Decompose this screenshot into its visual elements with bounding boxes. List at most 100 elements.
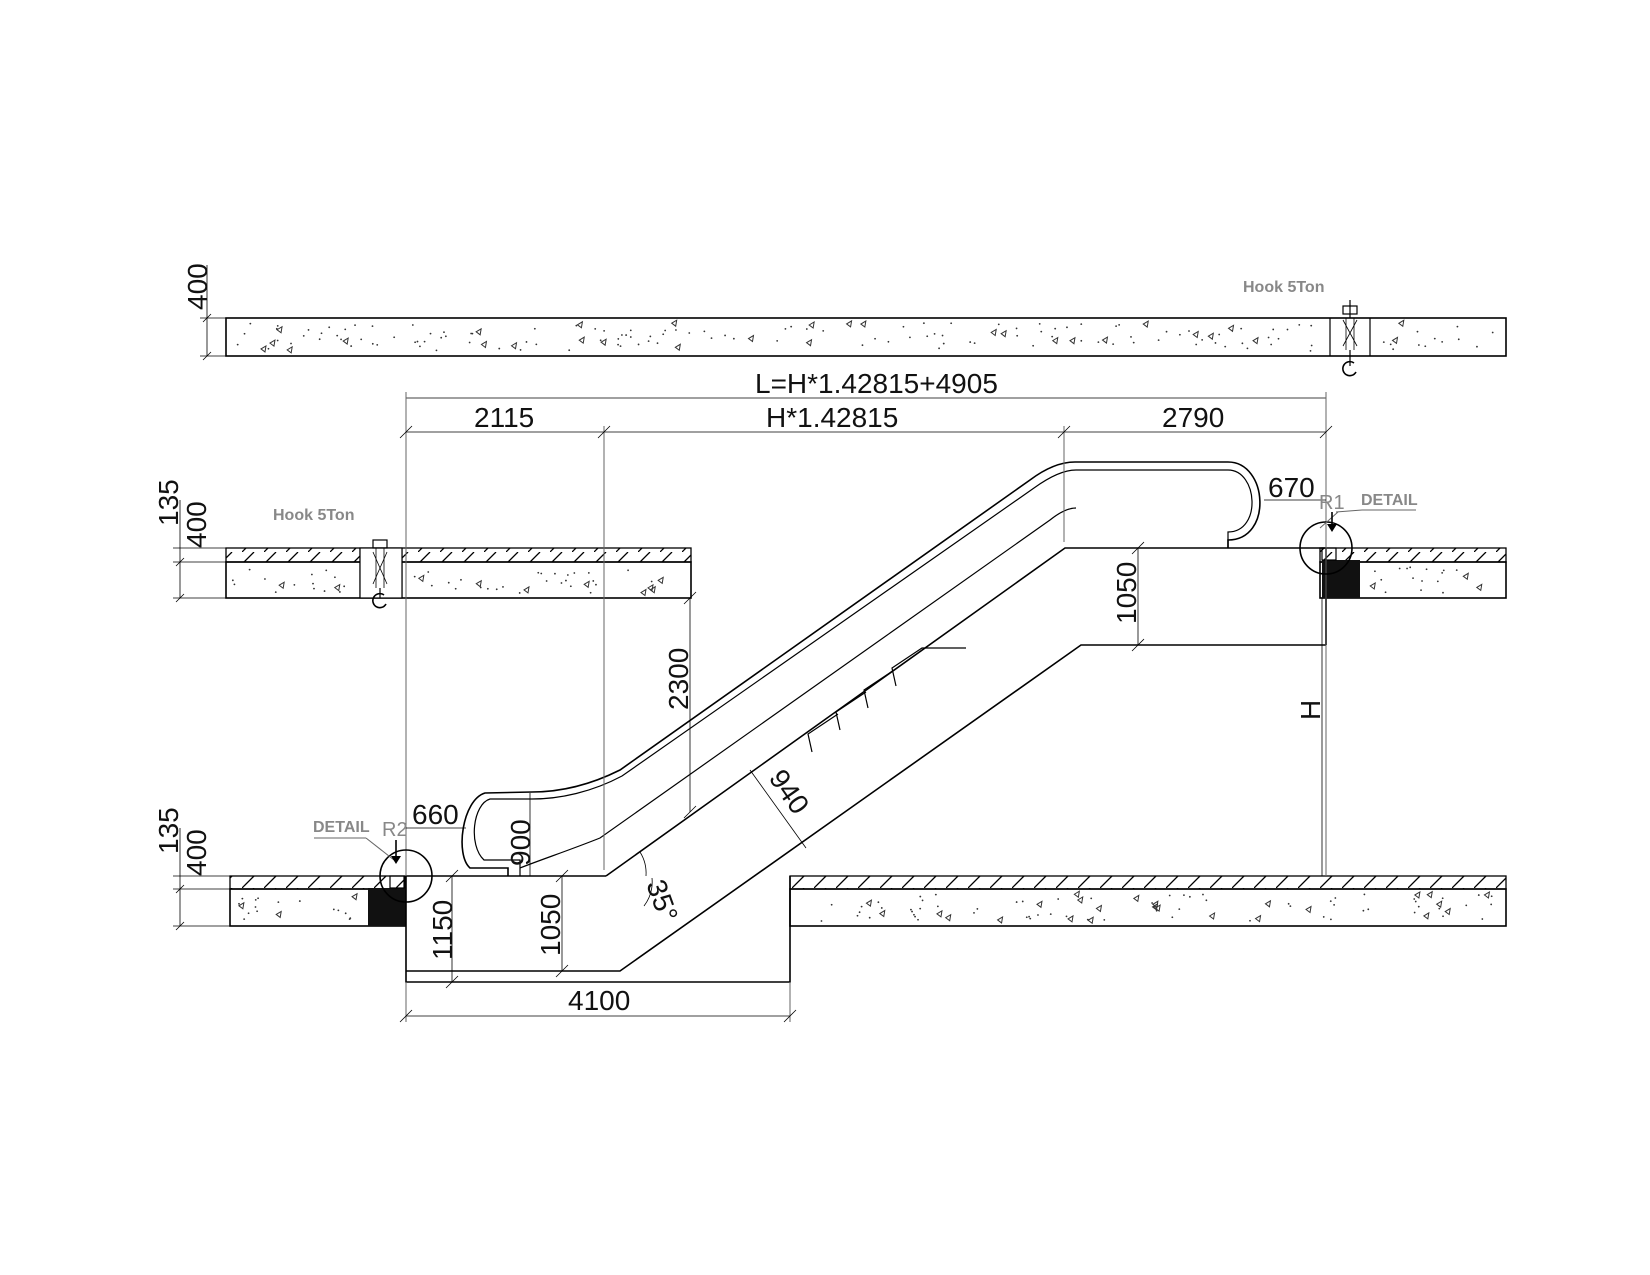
aggregate-mark (419, 345, 421, 348)
aggregate-mark (502, 586, 504, 588)
aggregate-mark (1065, 915, 1068, 918)
aggregate-mark (325, 569, 328, 572)
aggregate-mark (1289, 905, 1292, 908)
aggregate-mark (941, 334, 944, 337)
aggregate-mark (310, 573, 313, 576)
aggregate-mark (1380, 578, 1383, 581)
aggregate-mark (302, 334, 305, 337)
aggregate-mark (1491, 331, 1494, 334)
aggregate-mark (238, 902, 240, 905)
aggregate-mark (1205, 899, 1208, 902)
aggregate-mark (323, 590, 326, 592)
aggregate-mark (545, 580, 548, 582)
aggregate-mark (724, 334, 726, 337)
aggregate-mark (1305, 905, 1312, 914)
aggregate-mark (312, 582, 314, 585)
aggregate-mark (1442, 591, 1444, 594)
aggregate-mark (594, 327, 597, 330)
aggregate-mark (1329, 900, 1332, 903)
aggregate-mark (1178, 333, 1181, 336)
aggregate-mark (243, 332, 246, 335)
aggregate-mark (1000, 329, 1007, 338)
aggregate-mark (241, 897, 244, 900)
top-slab-aggregate (236, 319, 1494, 354)
aggregate-mark (1420, 589, 1422, 592)
aggregate-mark (1363, 893, 1366, 896)
aggregate-mark (976, 908, 979, 910)
aggregate-mark (808, 321, 815, 329)
dim-upper-pit-text: 1050 (1111, 562, 1142, 624)
aggregate-mark (1490, 895, 1493, 898)
aggregate-mark (1398, 567, 1401, 570)
aggregate-mark (934, 893, 937, 896)
aggregate-mark (933, 333, 936, 335)
aggregate-mark (858, 911, 861, 914)
dim-lower-handrail-offset-text: 660 (412, 799, 459, 830)
aggregate-mark (649, 335, 652, 338)
aggregate-mark (1076, 896, 1084, 904)
upper-floor-left-slab (225, 547, 692, 599)
aggregate-mark (427, 571, 430, 573)
aggregate-mark (1069, 336, 1076, 345)
dim-total-length (405, 392, 1327, 876)
aggregate-mark (350, 345, 353, 347)
aggregate-mark (1457, 338, 1460, 341)
aggregate-mark (233, 583, 236, 586)
aggregate-mark (1414, 891, 1421, 899)
aggregate-mark (443, 331, 445, 334)
aggregate-mark (936, 909, 943, 918)
dim-clearance (683, 591, 697, 819)
aggregate-mark (471, 332, 474, 335)
aggregate-mark (1132, 894, 1140, 903)
aggregate-mark (868, 916, 871, 919)
aggregate-mark (333, 583, 341, 592)
aggregate-mark (1252, 336, 1259, 345)
aggregate-mark (583, 580, 590, 589)
aggregate-mark (332, 908, 335, 911)
aggregate-mark (860, 905, 863, 908)
upper-floor-right-aggregate (1369, 566, 1483, 594)
dim-lower-pit-total-text: 1150 (427, 900, 458, 960)
dim-upper-finish: 135 (153, 479, 184, 526)
aggregate-mark (417, 574, 425, 583)
aggregate-mark (592, 580, 595, 582)
aggregate-mark (997, 323, 1000, 326)
aggregate-mark (969, 341, 972, 343)
aggregate-mark (1409, 566, 1412, 569)
aggregate-mark (1397, 319, 1405, 328)
aggregate-mark (1240, 327, 1243, 330)
aggregate-mark (1090, 897, 1093, 900)
aggregate-mark (617, 338, 620, 340)
aggregate-mark (1310, 344, 1313, 347)
aggregate-mark (276, 339, 279, 342)
aggregate-mark (1414, 900, 1417, 903)
aggregate-mark (1151, 902, 1154, 904)
aggregate-mark (1310, 324, 1313, 327)
aggregate-mark (865, 899, 873, 908)
aggregate-mark (944, 913, 952, 922)
aggregate-mark (486, 587, 489, 590)
aggregate-mark (1455, 569, 1458, 572)
aggregate-mark (926, 335, 929, 338)
aggregate-mark (1456, 325, 1459, 328)
aggregate-mark (1287, 902, 1290, 905)
aggregate-mark (861, 344, 864, 347)
aggregate-mark (1201, 338, 1204, 341)
aggregate-mark (1441, 340, 1444, 343)
aggregate-mark (921, 899, 924, 902)
aggregate-mark (1241, 342, 1244, 345)
aggregate-mark (277, 901, 280, 904)
aggregate-mark (371, 325, 374, 328)
aggregate-mark (1049, 913, 1052, 916)
aggregate-mark (460, 578, 462, 581)
aggregate-mark (1462, 572, 1469, 581)
dim-top-slab (200, 265, 226, 361)
dim-lower-pit-text: 1050 (535, 894, 566, 956)
detail-lower-label: DETAIL (313, 819, 370, 836)
aggregate-mark (874, 337, 876, 340)
aggregate-mark (675, 329, 677, 331)
aggregate-mark (1224, 345, 1227, 348)
aggregate-mark (1483, 890, 1491, 899)
aggregate-mark (1054, 327, 1057, 330)
aggregate-mark (1155, 909, 1158, 912)
